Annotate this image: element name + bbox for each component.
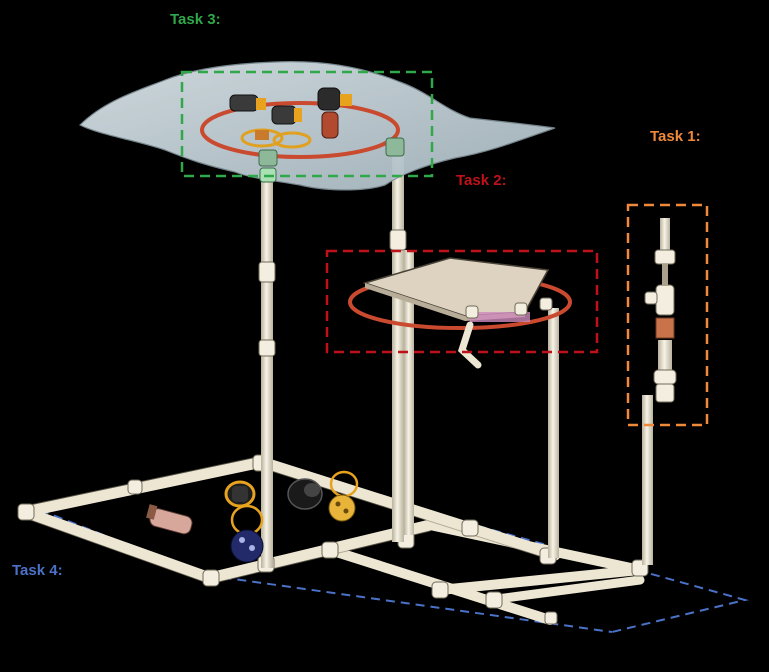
task1-region-box	[626, 203, 709, 427]
yellow-ball-with-ring	[328, 470, 359, 522]
task3-floating-objects	[229, 87, 352, 149]
task3-water-surface	[78, 61, 556, 191]
base-frame	[19, 456, 645, 625]
task2-region-box	[325, 249, 599, 354]
task4-label: Task 4:	[12, 562, 63, 579]
black-canister-right	[287, 478, 323, 510]
task1-label: Task 1:	[650, 128, 701, 145]
task4-floor-objects	[146, 470, 359, 563]
task3-label: Task 3:	[170, 11, 221, 28]
blue-ball-with-ring	[230, 504, 264, 563]
task1-valve-assembly	[644, 218, 677, 403]
task3-region-box	[180, 70, 434, 178]
vertical-columns	[258, 150, 653, 568]
task2-label: Task 2:	[456, 172, 507, 189]
pink-canister	[146, 504, 193, 535]
task2-table-assembly	[348, 257, 572, 369]
black-yellow-canister-left	[224, 480, 256, 508]
